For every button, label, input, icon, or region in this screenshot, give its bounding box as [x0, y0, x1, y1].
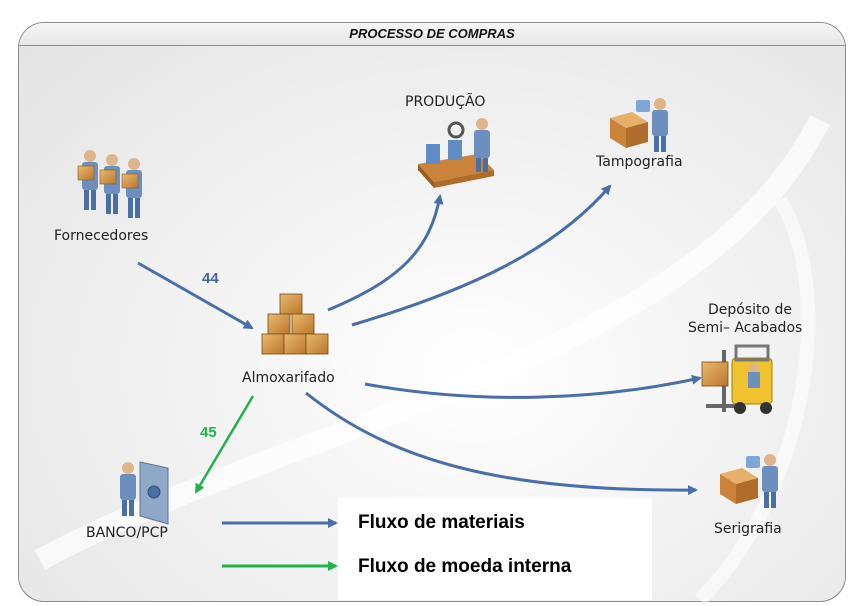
flow-number-44: 44 [202, 270, 219, 287]
node-label-almoxarifado: Almoxarifado [242, 370, 335, 386]
node-label-deposito-line1: Depósito de [708, 302, 793, 318]
arrow-fornecedores-to-almoxarifado [137, 261, 254, 330]
worker-with-box-icon [720, 454, 778, 508]
arrow-almoxarifado-to-producao [327, 194, 444, 312]
production-line-worker-icon [418, 118, 494, 188]
arrow-almoxarifado-to-banco [194, 395, 255, 494]
node-label-tampografia: Tampografia [596, 154, 683, 170]
arrow-almoxarifado-to-tampografia [351, 184, 612, 327]
workers-with-boxes-icon [77, 150, 142, 218]
node-label-serigrafia: Serigrafia [714, 521, 782, 537]
forklift-icon [701, 344, 773, 414]
arrow-almoxarifado-to-serigrafia [305, 391, 698, 496]
flow-number-45: 45 [200, 424, 217, 441]
diagram-title: PROCESSO DE COMPRAS [19, 23, 845, 46]
person-at-safe-icon [120, 461, 169, 525]
legend: Fluxo de materiais Fluxo de moeda intern… [338, 498, 652, 600]
legend-currency-label: Fluxo de moeda interna [358, 556, 572, 577]
background-swoosh-2 [695, 196, 816, 605]
worker-with-box-icon [610, 98, 668, 152]
node-label-fornecedores: Fornecedores [54, 228, 149, 244]
legend-materials-label: Fluxo de materiais [358, 512, 525, 533]
node-label-producao: PRODUÇÃO [405, 94, 486, 110]
node-label-banco: BANCO/PCP [86, 525, 168, 541]
stacked-boxes-icon [261, 293, 329, 355]
arrow-almoxarifado-to-deposito [364, 374, 702, 399]
node-label-deposito-line2: Semi– Acabados [688, 320, 803, 336]
